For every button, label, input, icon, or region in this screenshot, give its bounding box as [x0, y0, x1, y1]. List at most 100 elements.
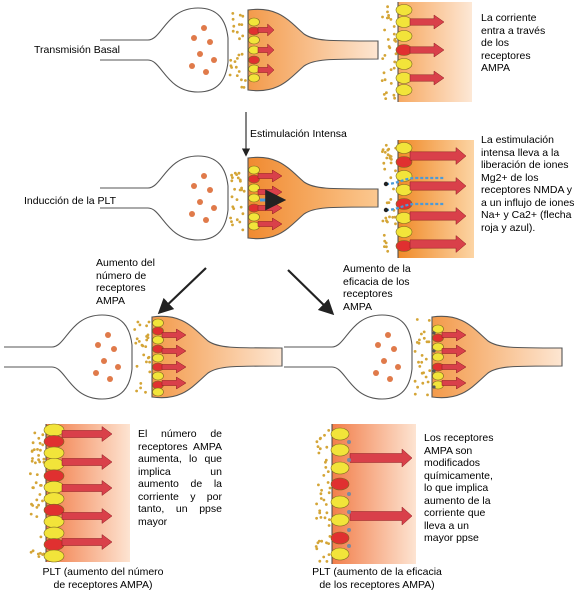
neurotransmitter-dot	[37, 454, 40, 457]
vesicle	[197, 199, 203, 205]
vesicle	[373, 370, 379, 376]
neurotransmitter-dot	[382, 161, 386, 165]
neurotransmitter-dot	[393, 60, 397, 64]
neurotransmitter-dot	[383, 28, 386, 32]
ampa-receptor	[330, 495, 350, 509]
neurotransmitter-dot	[235, 74, 239, 77]
cleft-dots	[380, 5, 398, 100]
presynaptic-terminal	[284, 314, 413, 400]
neurotransmitter-dot	[389, 82, 393, 85]
neurotransmitter-dot	[33, 431, 37, 435]
neurotransmitter-dot	[133, 328, 137, 331]
neurotransmitter-dot	[134, 341, 138, 345]
neurotransmitter-dot	[140, 343, 144, 347]
neurotransmitter-dot	[417, 360, 420, 364]
nmda-receptor	[395, 156, 413, 168]
vesicle	[385, 332, 391, 338]
neurotransmitter-dot	[383, 239, 387, 243]
neurotransmitter-dot	[391, 215, 395, 219]
neurotransmitter-dot	[383, 167, 387, 171]
ampa-current-arrow	[61, 480, 113, 496]
postsynaptic-terminal	[247, 8, 379, 92]
phosphate-mark	[432, 369, 436, 373]
current-arrow	[257, 217, 283, 231]
neurotransmitter-dot	[236, 176, 240, 180]
ampa-receptor	[330, 461, 350, 475]
ampa-receptor	[432, 342, 444, 352]
current-arrow	[441, 376, 467, 390]
neurotransmitter-dot	[420, 354, 424, 357]
neurotransmitter-dot	[317, 539, 321, 543]
ampa-current-arrow	[409, 42, 445, 58]
ampa-receptor	[248, 35, 260, 45]
current-arrows	[349, 448, 413, 526]
neurotransmitter-dot	[327, 491, 331, 495]
cleft-dots	[314, 429, 332, 563]
neurotransmitter-dot	[230, 179, 234, 183]
neurotransmitter-dot	[394, 169, 397, 173]
neurotransmitter-dot	[389, 68, 393, 71]
vesicle	[391, 346, 397, 352]
neurotransmitter-dot	[387, 16, 390, 19]
current-arrow	[257, 23, 275, 37]
vesicles	[189, 25, 217, 75]
ampa-receptor	[395, 212, 413, 224]
neurotransmitter-dot	[392, 93, 396, 97]
current-arrow	[161, 328, 187, 342]
ion-current-arrow	[409, 146, 467, 166]
neurotransmitter-dot	[145, 360, 148, 364]
presynaptic-terminal	[100, 155, 229, 241]
phosphate-mark	[432, 331, 436, 335]
ampa-receptor	[43, 526, 65, 540]
neurotransmitter-dot	[30, 450, 34, 453]
neurotransmitter-dot	[389, 198, 393, 201]
right-branch-arrow	[287, 269, 335, 316]
neurotransmitter-dot	[387, 45, 391, 48]
neurotransmitter-dot	[142, 353, 146, 357]
nmda-receptor	[432, 333, 444, 343]
receptors	[432, 324, 444, 390]
neurotransmitter-dot	[413, 392, 417, 396]
vesicle	[111, 346, 117, 352]
neurotransmitter-dot	[236, 57, 239, 60]
neurotransmitter-dot	[384, 216, 388, 220]
vesicle	[201, 173, 207, 179]
neurotransmitter-dot	[318, 509, 322, 513]
vesicle	[189, 211, 195, 217]
current-arrow	[161, 376, 187, 390]
current-arrow	[257, 169, 283, 183]
neurotransmitter-dot	[147, 320, 151, 324]
ampa-receptor	[152, 318, 164, 328]
vesicle	[115, 364, 121, 370]
neurotransmitter-dot	[426, 380, 430, 384]
neurotransmitter-dot	[38, 460, 42, 464]
neurotransmitter-dot	[328, 535, 332, 538]
ampa-receptor	[395, 72, 413, 84]
neurotransmitter-dot	[32, 486, 35, 490]
neurotransmitter-dot	[237, 171, 241, 175]
neurotransmitter-dot	[422, 336, 426, 340]
current-arrows	[61, 426, 113, 550]
phosphate-mark	[347, 528, 351, 532]
neurotransmitter-dot	[37, 555, 41, 558]
ampa-receptor	[395, 30, 413, 42]
phosphate-mark	[347, 440, 351, 444]
neurotransmitter-dot	[231, 223, 234, 227]
current-arrow	[441, 344, 467, 358]
neurotransmitter-dot	[386, 153, 390, 157]
vesicle	[375, 342, 381, 348]
neurotransmitter-dot	[230, 173, 234, 177]
neurotransmitter-dot	[231, 17, 235, 21]
current-arrow	[441, 328, 467, 342]
ampa-receptor	[395, 58, 413, 70]
vesicles	[189, 173, 217, 223]
neurotransmitter-dot	[324, 458, 328, 462]
synapse-induction	[100, 155, 379, 241]
receptors	[330, 427, 350, 561]
nmda-receptor	[330, 531, 350, 545]
neurotransmitter-dot	[146, 333, 150, 337]
neurotransmitter-dot	[233, 60, 237, 63]
neurotransmitter-dot	[393, 38, 396, 42]
neurotransmitter-dot	[145, 338, 149, 342]
ampa-receptor	[43, 515, 65, 528]
